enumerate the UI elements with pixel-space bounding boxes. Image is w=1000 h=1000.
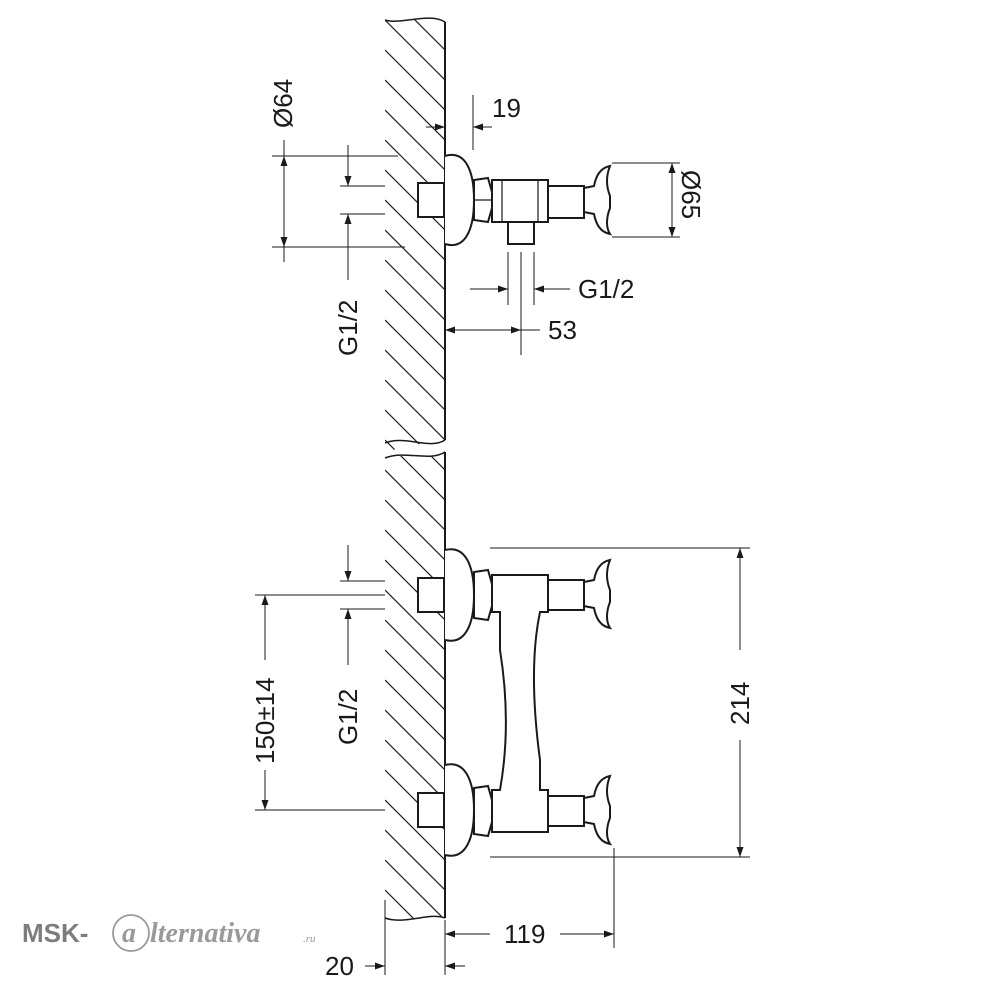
hatch-line: [385, 199, 445, 261]
dim-g12-bottom-outlet: G1/2: [578, 274, 634, 304]
hatch-line: [385, 619, 445, 681]
rosette-upper: [444, 548, 476, 642]
watermark-suffix: lternativa: [150, 918, 260, 949]
hatch-line: [385, 18, 445, 51]
hatch-line: [385, 259, 445, 321]
hatch-line: [385, 859, 445, 921]
watermark-prefix: MSK-: [22, 918, 88, 948]
outlet-top: [507, 221, 535, 245]
wall-section: [384, 17, 446, 1000]
dim-214: 214: [725, 682, 755, 725]
dimension-labels: Ø64 19 Ø65 G1/2 G1/2 53 G1/2 150±14 214 …: [250, 79, 755, 981]
cross-handle-upper: [583, 558, 613, 630]
dim-g12-side-top: G1/2: [333, 300, 363, 356]
watermark-domain: .ru: [303, 933, 316, 945]
rosette-lower: [444, 763, 476, 857]
hatch-line: [385, 469, 445, 531]
hatch-line: [385, 49, 445, 111]
wall-pipe-lower: [417, 792, 445, 828]
front-view-mixer: [417, 548, 613, 857]
hatch-line: [385, 649, 445, 711]
rosette-top: [444, 153, 476, 247]
body-top: [491, 179, 549, 223]
hatch-line: [385, 379, 445, 441]
cross-handle-top: [583, 164, 613, 236]
wall-break-bottom: [384, 915, 446, 921]
hatch-line: [385, 739, 445, 801]
hatch-line: [385, 19, 445, 81]
hatch-line: [385, 169, 445, 231]
dim-g12-side-bottom: G1/2: [333, 689, 363, 745]
watermark-circle: [112, 914, 150, 952]
hatch-line: [385, 289, 445, 351]
hatch-line: [385, 79, 445, 141]
hatch-line: [385, 409, 445, 471]
mixer-body: [491, 574, 549, 833]
hatch-line: [385, 799, 445, 861]
wall-pipe-top: [417, 182, 445, 218]
wall-pipe-upper: [417, 577, 445, 613]
hatch-line: [385, 109, 445, 171]
dimension-lines: [255, 95, 750, 975]
watermark-logo: MSK- a lternativa .ru: [22, 914, 316, 952]
hex-nut-lower: [473, 784, 493, 838]
dim-phi64: Ø64: [268, 79, 298, 128]
dim-53: 53: [548, 315, 577, 345]
hatch-line: [385, 950, 445, 1000]
cross-handle-lower: [583, 774, 613, 846]
hatch-line: [385, 319, 445, 381]
wall-break-middle: [384, 439, 446, 459]
hatch-line: [385, 980, 445, 1000]
hatch-line: [385, 229, 445, 291]
watermark-script-letter: a: [122, 918, 136, 949]
hatch-line: [385, 829, 445, 891]
side-view-mixer: [417, 153, 613, 247]
hatch-line: [385, 919, 445, 921]
dim-150: 150±14: [250, 677, 280, 764]
hatch-line: [385, 499, 445, 561]
valve-stem-lower: [547, 795, 585, 827]
hatch-line: [385, 349, 445, 411]
hatch-line: [385, 439, 445, 501]
hatch-line: [385, 709, 445, 771]
hatch-line: [385, 679, 445, 741]
dim-20: 20: [325, 951, 354, 981]
dim-19: 19: [492, 93, 521, 123]
wall-break-top: [384, 17, 446, 23]
hatch-line: [385, 18, 445, 21]
dim-phi65: Ø65: [676, 170, 706, 219]
hatch-line: [385, 589, 445, 651]
valve-stem-upper: [547, 579, 585, 611]
hex-nut-upper: [473, 568, 493, 622]
valve-stem-top: [547, 185, 585, 219]
dim-119: 119: [504, 919, 545, 949]
